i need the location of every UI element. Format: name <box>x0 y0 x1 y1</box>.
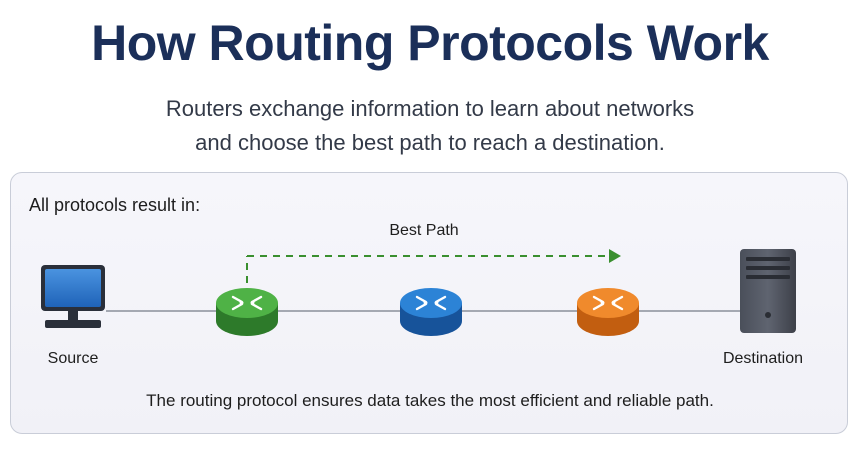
page-subtitle: Routers exchange information to learn ab… <box>0 92 860 160</box>
router-green-icon <box>216 288 278 336</box>
best-path-arrow <box>246 249 621 283</box>
page-title: How Routing Protocols Work <box>91 15 769 71</box>
diagram-panel: All protocols result in: Best Path <box>10 172 848 434</box>
routing-diagram: Best Path Source <box>41 222 803 367</box>
router-orange-icon <box>577 288 639 336</box>
source-label: Source <box>48 350 99 367</box>
subtitle-line-1: Routers exchange information to learn ab… <box>165 96 695 121</box>
panel-footer-text: The routing protocol ensures data takes … <box>146 391 714 410</box>
best-path-label: Best Path <box>389 222 458 239</box>
subtitle-line-2: and choose the best path to reach a dest… <box>195 130 665 155</box>
router-blue-icon <box>400 288 462 336</box>
desktop-monitor-icon <box>41 265 105 328</box>
panel-heading: All protocols result in: <box>29 195 201 215</box>
server-tower-icon <box>740 249 796 333</box>
destination-label: Destination <box>723 350 803 367</box>
